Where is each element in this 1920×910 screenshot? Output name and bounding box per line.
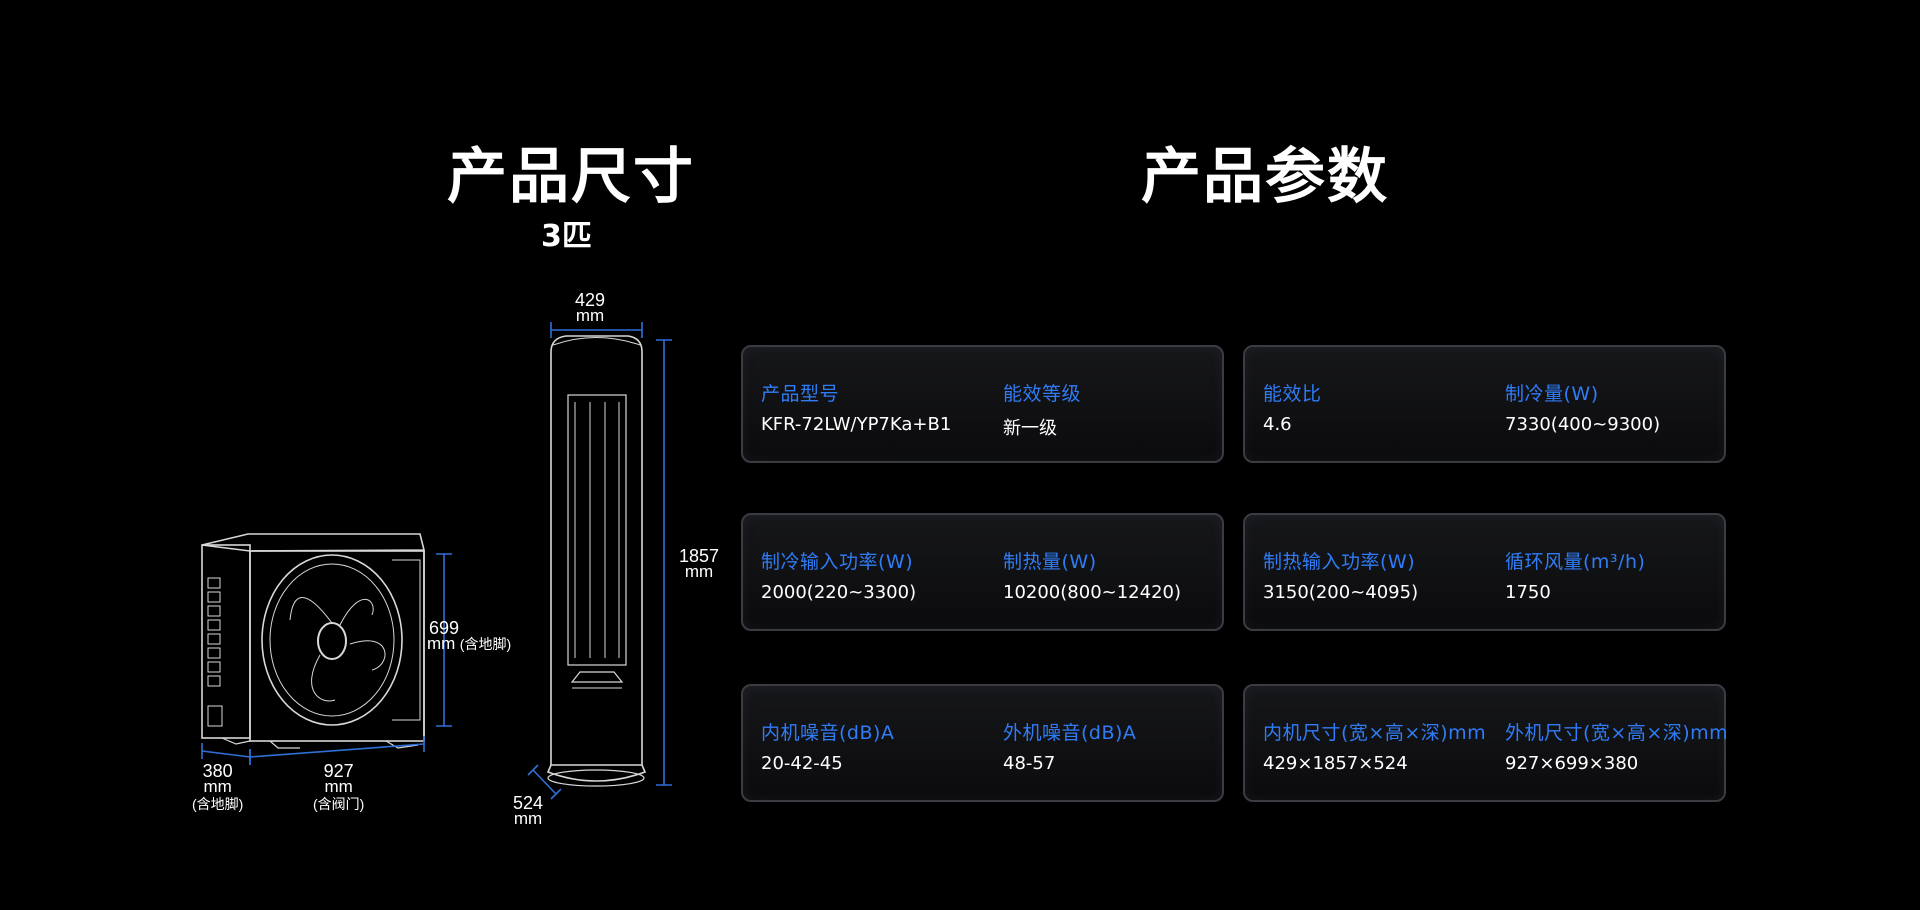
outdoor-depth-unit: mm — [203, 777, 232, 796]
param-cell: 制热量(W) 10200(800~12420) — [1003, 547, 1181, 603]
param-label: 能效等级 — [1003, 383, 1082, 405]
param-label: 外机噪音(dB)A — [1003, 722, 1137, 744]
outdoor-unit-drawing — [201, 533, 426, 749]
param-cell: 循环风量(m³/h) 1750 — [1505, 547, 1645, 603]
indoor-depth-dimension: 524 mm — [513, 793, 544, 828]
outdoor-width-dimension: 927 mm (含阀门) — [313, 761, 365, 813]
indoor-depth-value: 524 — [513, 793, 544, 813]
param-value: 3150(200~4095) — [1263, 582, 1419, 603]
indoor-height-dimension: 1857 mm — [679, 546, 720, 581]
product-size-title: 产品尺寸 — [447, 142, 695, 212]
param-cell: 制冷输入功率(W) 2000(220~3300) — [761, 547, 916, 603]
indoor-width-unit: mm — [575, 306, 605, 325]
param-value: 2000(220~3300) — [761, 582, 917, 603]
outdoor-depth-value: 380 — [202, 761, 233, 781]
indoor-unit-drawing — [546, 335, 647, 787]
param-card-heating-airflow: 制热输入功率(W) 3150(200~4095) 循环风量(m³/h) 1750 — [1243, 513, 1726, 631]
outdoor-depth-dimension: 380 mm (含地脚) — [192, 761, 244, 813]
param-cell: 制热输入功率(W) 3150(200~4095) — [1263, 547, 1418, 603]
param-value: 48-57 — [1003, 753, 1056, 774]
param-value: 4.6 — [1263, 414, 1292, 435]
outdoor-depth-note: (含地脚) — [192, 796, 244, 812]
indoor-height-unit: mm — [684, 562, 714, 581]
param-cell: 产品型号 KFR-72LW/YP7Ka+B1 — [761, 379, 951, 435]
param-card-efficiency: 能效比 4.6 制冷量(W) 7330(400~9300) — [1243, 345, 1726, 463]
param-cell: 内机尺寸(宽×高×深)mm 429×1857×524 — [1263, 718, 1486, 774]
param-label: 内机尺寸(宽×高×深)mm — [1263, 722, 1487, 744]
param-value: 1750 — [1505, 582, 1551, 603]
param-cell: 内机噪音(dB)A 20-42-45 — [761, 718, 894, 774]
param-label: 循环风量(m³/h) — [1505, 551, 1646, 573]
param-value: 10200(800~12420) — [1003, 582, 1182, 603]
param-card-size: 内机尺寸(宽×高×深)mm 429×1857×524 外机尺寸(宽×高×深)mm… — [1243, 684, 1728, 802]
outdoor-width-unit: mm — [324, 777, 353, 796]
outdoor-height-value: 699 — [429, 618, 460, 638]
indoor-width-value: 429 — [575, 290, 606, 310]
param-card-noise: 内机噪音(dB)A 20-42-45 外机噪音(dB)A 48-57 — [741, 684, 1224, 802]
indoor-height-value: 1857 — [679, 546, 720, 566]
capacity-label: 3匹 — [541, 219, 592, 254]
param-label: 制冷输入功率(W) — [761, 551, 914, 573]
param-cell: 能效等级 新一级 — [1003, 379, 1081, 440]
param-value: 429×1857×524 — [1263, 753, 1408, 774]
outdoor-width-value: 927 — [323, 761, 354, 781]
param-value: 7330(400~9300) — [1505, 414, 1661, 435]
param-label: 制热输入功率(W) — [1263, 551, 1416, 573]
param-cell: 外机尺寸(宽×高×深)mm 927×699×380 — [1505, 718, 1728, 774]
dimension-lines — [201, 322, 672, 800]
param-label: 制冷量(W) — [1505, 383, 1599, 405]
param-value: KFR-72LW/YP7Ka+B1 — [761, 414, 952, 435]
outdoor-height-dimension: 699 mm (含地脚) — [427, 618, 512, 653]
param-cell: 外机噪音(dB)A 48-57 — [1003, 718, 1136, 774]
param-value: 927×699×380 — [1505, 753, 1639, 774]
param-cell: 能效比 4.6 — [1263, 379, 1322, 435]
product-parameters-title: 产品参数 — [1141, 142, 1389, 212]
param-label: 内机噪音(dB)A — [761, 722, 895, 744]
indoor-depth-unit: mm — [513, 809, 543, 828]
param-cell: 制冷量(W) 7330(400~9300) — [1505, 379, 1660, 435]
outdoor-height-note: (含地脚) — [459, 636, 512, 652]
param-card-cooling-heating: 制冷输入功率(W) 2000(220~3300) 制热量(W) 10200(80… — [741, 513, 1224, 631]
param-label: 制热量(W) — [1003, 551, 1097, 573]
param-value: 20-42-45 — [761, 753, 843, 774]
param-label: 产品型号 — [761, 383, 840, 405]
outdoor-height-unit: mm — [427, 634, 456, 653]
param-card-model: 产品型号 KFR-72LW/YP7Ka+B1 能效等级 新一级 — [741, 345, 1224, 463]
param-label: 外机尺寸(宽×高×深)mm — [1505, 722, 1729, 744]
param-value: 新一级 — [1003, 418, 1057, 439]
indoor-width-dimension: 429 mm — [575, 290, 606, 325]
param-label: 能效比 — [1263, 383, 1322, 405]
outdoor-width-note: (含阀门) — [313, 796, 365, 812]
